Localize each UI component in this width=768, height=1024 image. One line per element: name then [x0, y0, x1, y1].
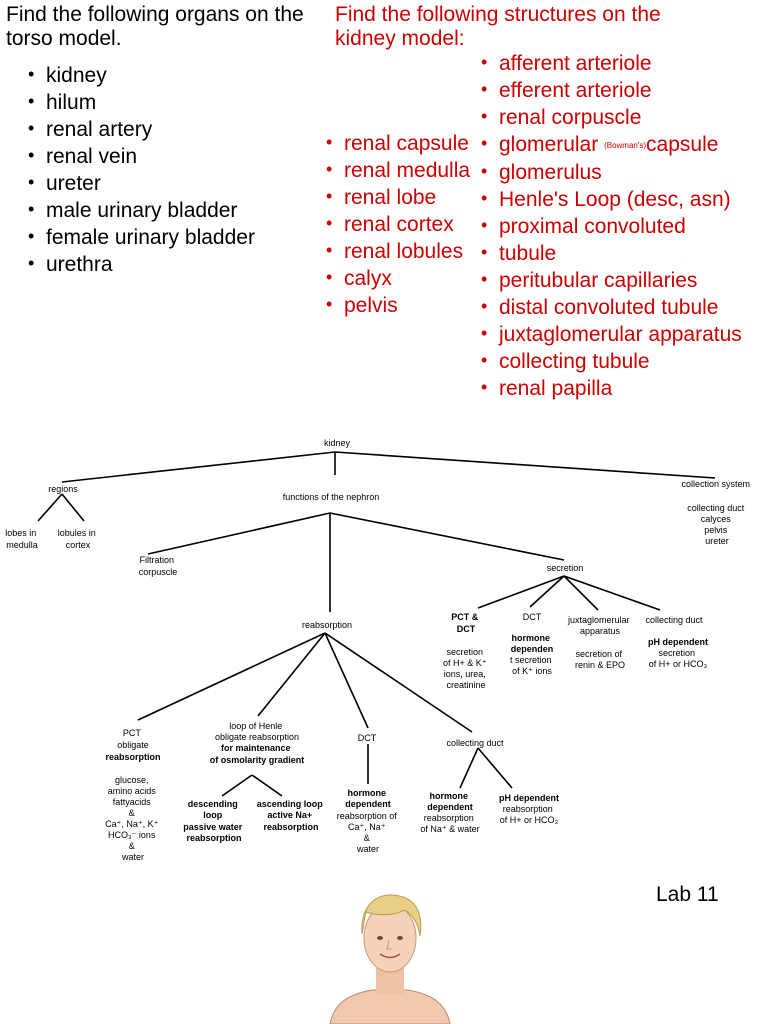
list-item: renal artery [28, 115, 255, 143]
list-item: peritubular capillaries [481, 266, 742, 294]
lab-label: Lab 11 [656, 883, 719, 906]
list-item: collecting tubule [481, 347, 742, 375]
tree-sec-dct: DCT [523, 612, 542, 622]
list-item: Henle's Loop (desc, asn) [481, 185, 742, 213]
tree-connectors [37, 451, 716, 797]
tree-sec-dct-bold: hormone dependen [511, 633, 554, 654]
list-item: renal medulla [326, 156, 470, 184]
kidney-structure-list-right: afferent arteriole efferent arteriole re… [481, 49, 742, 402]
tree-re-dct: DCT [358, 733, 377, 743]
tree-functions-of-nephron: functions of the nephron [283, 492, 380, 502]
tree-sec-pct-dct-text: secretion of H+ & K⁺ ions, urea, creatin… [443, 647, 489, 690]
tree-ascending-loop: ascending loop active Na+ reabsorption [257, 799, 326, 832]
tree-sec-jga-text: secretion of renin & EPO [575, 649, 625, 670]
torso-heading: Find the following organs on the torso m… [6, 3, 304, 50]
list-item: glomerular (Bowman's)capsule [481, 130, 742, 159]
list-item: juxtaglomerular apparatus [481, 320, 742, 348]
tree-cd-hormone-bold: hormone dependent [427, 791, 473, 812]
list-item: renal corpuscle [481, 103, 742, 131]
kidney-concept-tree: kidney regions lobes in medulla lobules … [5, 438, 752, 862]
list-item: hilum [28, 88, 255, 116]
list-item: renal capsule [326, 129, 470, 157]
list-item: proximal convoluted [481, 212, 742, 240]
list-item: efferent arteriole [481, 76, 742, 104]
list-item: renal lobules [326, 237, 470, 265]
list-item: male urinary bladder [28, 196, 255, 224]
tree-sec-cd-text: secretion of H+ or HCO₃ [649, 648, 708, 669]
tree-collection-system: collection system collecting duct calyce… [681, 479, 752, 546]
person-illustration [329, 894, 451, 1024]
list-item: pelvis [326, 291, 470, 319]
tree-sec-collecting-duct: collecting duct [645, 615, 703, 625]
list-item: glomerulus [481, 158, 742, 186]
tree-cd-ph-bold: pH dependent [499, 793, 559, 803]
tree-reabsorption: reabsorption [302, 620, 352, 630]
tree-lobes-in-medulla: lobes in medulla [5, 528, 39, 550]
tree-re-pct-bold: reabsorption [105, 752, 160, 762]
torso-organ-list: kidney hilum renal artery renal vein ure… [28, 61, 255, 278]
tree-re-collecting-duct: collecting duct [446, 738, 504, 748]
tree-sec-jga: juxtaglomerular apparatus [567, 615, 632, 636]
list-item: urethra [28, 250, 255, 278]
tree-re-pct-text: glucose, amino acids fattyacids & Ca⁺, N… [105, 775, 161, 862]
tree-re-dct-text: reabsorption of Ca⁺, Na⁺ & water [337, 811, 400, 854]
kidney-structure-list-left: renal capsule renal medulla renal lobe r… [326, 129, 470, 319]
list-item: kidney [28, 61, 255, 89]
tree-descending-loop: descending loop passive water reabsorpti… [183, 799, 245, 843]
tree-sec-dct-text: t secretion of K⁺ ions [510, 655, 554, 676]
list-item: renal papilla [481, 374, 742, 402]
kidney-model-heading: Find the following structures on the kid… [335, 3, 661, 50]
list-item: distal convoluted tubule [481, 293, 742, 321]
list-item: ureter [28, 169, 255, 197]
tree-cd-ph-text: reabsorption of H+ or HCO₃ [500, 804, 559, 825]
list-item: renal cortex [326, 210, 470, 238]
tree-sec-cd-bold: pH dependent [648, 637, 708, 647]
tree-lobules-in-cortex: lobules in cortex [58, 528, 99, 550]
list-item: renal lobe [326, 183, 470, 211]
tree-sec-pct-dct: PCT & DCT [451, 612, 481, 634]
list-item: tubule [481, 239, 742, 267]
tree-root-kidney: kidney [324, 438, 351, 448]
tree-re-dct-bold: hormone dependent [345, 788, 391, 809]
list-item: female urinary bladder [28, 223, 255, 251]
tree-re-loop: loop of Henle obligate reabsorption [215, 721, 299, 742]
tree-secretion: secretion [547, 563, 584, 573]
tree-re-loop-bold: for maintenance of osmolarity gradient [210, 743, 305, 765]
list-item: calyx [326, 264, 470, 292]
list-item: renal vein [28, 142, 255, 170]
list-item: afferent arteriole [481, 49, 742, 77]
tree-re-pct: PCT obligate [117, 728, 149, 750]
tree-cd-hormone-text: reabsorption of Na⁺ & water [420, 813, 479, 834]
tree-filtration: Filtration corpuscle [139, 555, 178, 577]
tree-regions: regions [48, 484, 78, 494]
